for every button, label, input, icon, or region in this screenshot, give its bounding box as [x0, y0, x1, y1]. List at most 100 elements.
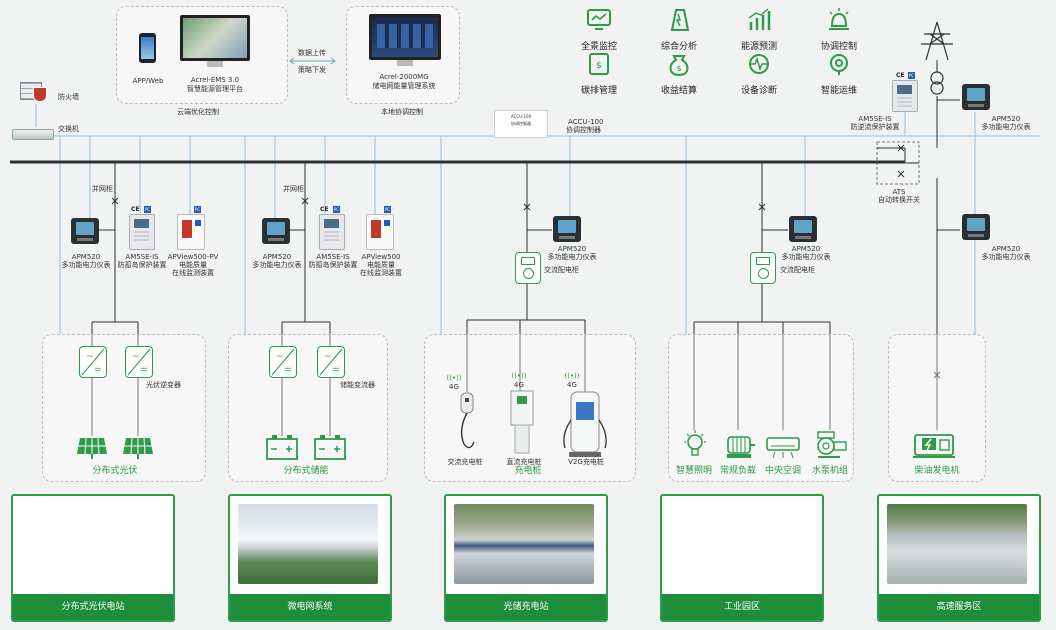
- feature-analysis: 综合分析: [644, 8, 714, 52]
- feature-carbon-management: $ 碳排管理: [564, 52, 634, 96]
- ac-charger-icon: [460, 392, 475, 449]
- svg-text:~: ~: [132, 352, 140, 362]
- v2g-charger-icon: [563, 391, 607, 457]
- ats-desc: 自动转换开关: [878, 196, 920, 204]
- feature-forecast: 能源预测: [724, 8, 794, 52]
- site-label: 光储充电站: [446, 594, 606, 620]
- pv-group-box: [42, 334, 206, 482]
- generator-title: 柴油发电机: [914, 466, 960, 476]
- load-power-meter: [789, 216, 817, 242]
- feature-label: 设备诊断: [740, 86, 777, 96]
- battery-icon: [314, 435, 346, 460]
- feature-label: 能源预测: [740, 42, 777, 52]
- mg-desc: 储电网能量管理系统: [372, 82, 436, 90]
- apm-top-desc: 多功能电力仪表: [981, 123, 1031, 131]
- site-card-microgrid[interactable]: 微电网系统: [228, 494, 392, 622]
- ems-desc: 智慧能源管理平台: [187, 85, 243, 93]
- feature-label: 全景监控: [580, 42, 617, 52]
- storage-title: 分布式储能: [283, 466, 329, 476]
- amsse-desc: 防逆流保护装置: [850, 123, 900, 131]
- anti-backflow-device: [892, 80, 918, 112]
- load-label: 常规负载: [719, 466, 757, 476]
- power-meter-gen: [962, 214, 990, 240]
- switch-label: 交换机: [58, 125, 79, 133]
- storage-quality-monitor: [366, 214, 394, 250]
- battery-icon: [266, 435, 298, 460]
- feature-label: 收益结算: [660, 86, 697, 96]
- storage-converter-icon: ~=: [317, 346, 345, 378]
- dc-charger-label: 直流充电桩: [506, 458, 542, 466]
- site-photo: [21, 504, 161, 584]
- accu-desc: 协调控制器: [566, 126, 601, 134]
- site-card-charging-station[interactable]: 光储充电站: [444, 494, 608, 622]
- storage-group-box: [228, 334, 388, 482]
- ats-name: ATS: [892, 188, 906, 196]
- site-photo: [887, 504, 1027, 584]
- apm-top-name: APM520: [991, 115, 1021, 123]
- pv-inverter-icon: ~=: [79, 346, 107, 378]
- v2g-charger-label: V2G充电桩: [568, 458, 604, 466]
- storage-converter-icon: ~=: [269, 346, 297, 378]
- pv-title: 分布式光伏: [92, 466, 138, 476]
- site-label: 工业园区: [662, 594, 822, 620]
- site-photo: [454, 504, 594, 584]
- pv-anti-islanding-device: [129, 214, 155, 250]
- apm-gen-desc: 多功能电力仪表: [981, 253, 1031, 261]
- dc-charger-icon: [510, 390, 534, 454]
- data-upload-label: 数据上传: [298, 49, 326, 57]
- smart-lighting-icon: [684, 430, 706, 456]
- feature-label: 综合分析: [660, 42, 697, 52]
- wifi-icon: ((•)): [511, 372, 527, 380]
- motor-load-icon: [727, 436, 755, 458]
- svg-text:=: =: [94, 365, 102, 375]
- power-meter-top: [962, 84, 990, 110]
- firewall-label: 防火墙: [58, 93, 79, 101]
- charging-power-meter: [553, 216, 581, 242]
- wifi-icon: ((•)): [564, 372, 580, 380]
- revenue-icon: $: [669, 55, 689, 77]
- air-conditioner-icon: [766, 437, 800, 459]
- ac-charger-label: 交流充电桩: [447, 458, 483, 466]
- load-label: 智慧照明: [675, 466, 713, 476]
- water-pump-icon: [817, 431, 847, 458]
- svg-text:=: =: [332, 365, 340, 375]
- cloud-label: 云端优化控制: [177, 108, 219, 116]
- analysis-icon: [670, 9, 690, 31]
- site-card-pv-station[interactable]: 分布式光伏电站: [11, 494, 175, 622]
- net-4g-label: 4G: [567, 381, 577, 389]
- pv-cabinet-label: 并网柜: [92, 185, 113, 193]
- monitor-icon: [587, 9, 611, 30]
- accu-device: ACCU-100 协调控制器: [494, 110, 548, 138]
- storage-power-meter: [262, 218, 290, 244]
- pv-inverter-icon: ~=: [125, 346, 153, 378]
- transformer-icon: [930, 71, 944, 95]
- feature-coordinated-control: 协调控制: [804, 8, 874, 52]
- svg-text:~: ~: [276, 352, 284, 362]
- site-photo: [238, 504, 378, 584]
- ac-distribution-cabinet-icon: [515, 252, 541, 284]
- pv-quality-monitor: [177, 214, 205, 250]
- load-label: 水泵机组: [811, 466, 849, 476]
- feature-panoramic-monitor: 全景监控: [564, 8, 634, 52]
- site-photo: [670, 504, 810, 584]
- mg-monitor-icon: [369, 14, 441, 60]
- ems-name: Acrel-EMS 3.0: [190, 76, 240, 84]
- pv-power-meter: [71, 218, 99, 244]
- svg-text:=: =: [140, 365, 148, 375]
- site-label: 高速服务区: [879, 594, 1039, 620]
- ems-monitor-icon: [180, 15, 250, 61]
- site-card-industrial-park[interactable]: 工业园区: [660, 494, 824, 622]
- svg-text:~: ~: [86, 352, 94, 362]
- site-card-highway-service[interactable]: 高速服务区: [877, 494, 1041, 622]
- site-label: 微电网系统: [230, 594, 390, 620]
- ce-mark: CE: [896, 72, 905, 79]
- maintenance-icon: [830, 54, 848, 75]
- diesel-generator-icon: [913, 434, 955, 458]
- feature-diagnosis: 设备诊断: [724, 52, 794, 96]
- storage-converter-label: 储能变流器: [340, 381, 375, 389]
- load-cabinet-label: 交流配电柜: [780, 266, 815, 274]
- svg-text:~: ~: [324, 352, 332, 362]
- load-label: 中央空调: [764, 466, 802, 476]
- charging-title: 充电桩: [514, 466, 542, 476]
